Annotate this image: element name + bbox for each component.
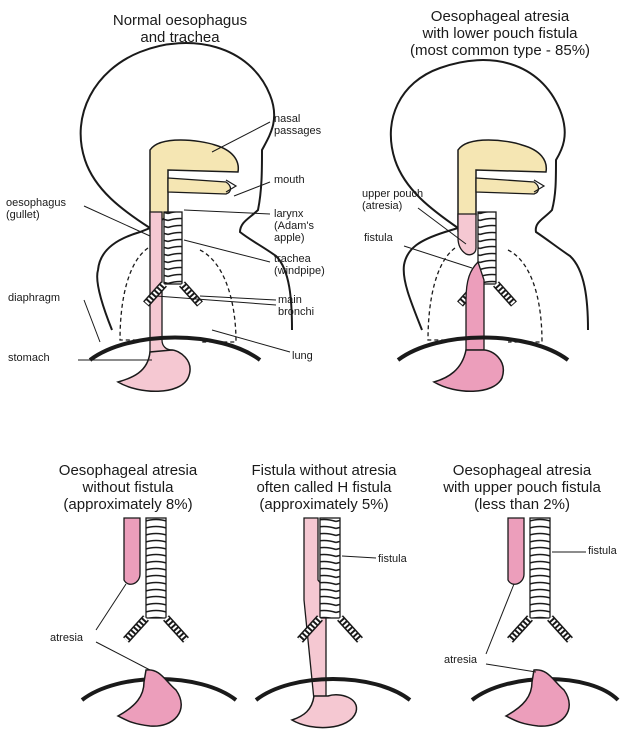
lower-pouch-figure xyxy=(391,60,588,391)
label-fistula-h: fistula xyxy=(378,553,407,565)
upper-pouch xyxy=(458,214,476,255)
label-stomach: stomach xyxy=(8,352,50,364)
stomach xyxy=(118,350,190,391)
label-fistula-lower: fistula xyxy=(364,232,393,244)
trachea-5 xyxy=(530,518,550,618)
label-upper-pouch: upper pouch(atresia) xyxy=(362,188,423,212)
fistula-leader-4 xyxy=(342,556,376,558)
label-trachea: trachea(windpipe) xyxy=(274,253,325,277)
trachea-4 xyxy=(320,518,340,618)
upper-pouch-5 xyxy=(508,518,524,584)
h-fistula-figure xyxy=(256,518,410,728)
label-diaphragm: diaphragm xyxy=(8,292,60,304)
label-atresia-upper: atresia xyxy=(444,654,477,666)
label-atresia-without: atresia xyxy=(50,632,83,644)
label-lung: lung xyxy=(292,350,313,362)
stomach-2 xyxy=(434,350,503,391)
trachea xyxy=(164,212,182,284)
label-oesophagus: oesophagus(gullet) xyxy=(6,197,66,221)
normal-figure xyxy=(78,43,292,391)
stomach-4 xyxy=(292,695,357,728)
upper-pouch-3 xyxy=(124,518,140,584)
label-mouth: mouth xyxy=(274,174,305,186)
label-fistula-upper: fistula xyxy=(588,545,617,557)
without-fistula-figure xyxy=(82,518,236,726)
trachea-3 xyxy=(146,518,166,618)
